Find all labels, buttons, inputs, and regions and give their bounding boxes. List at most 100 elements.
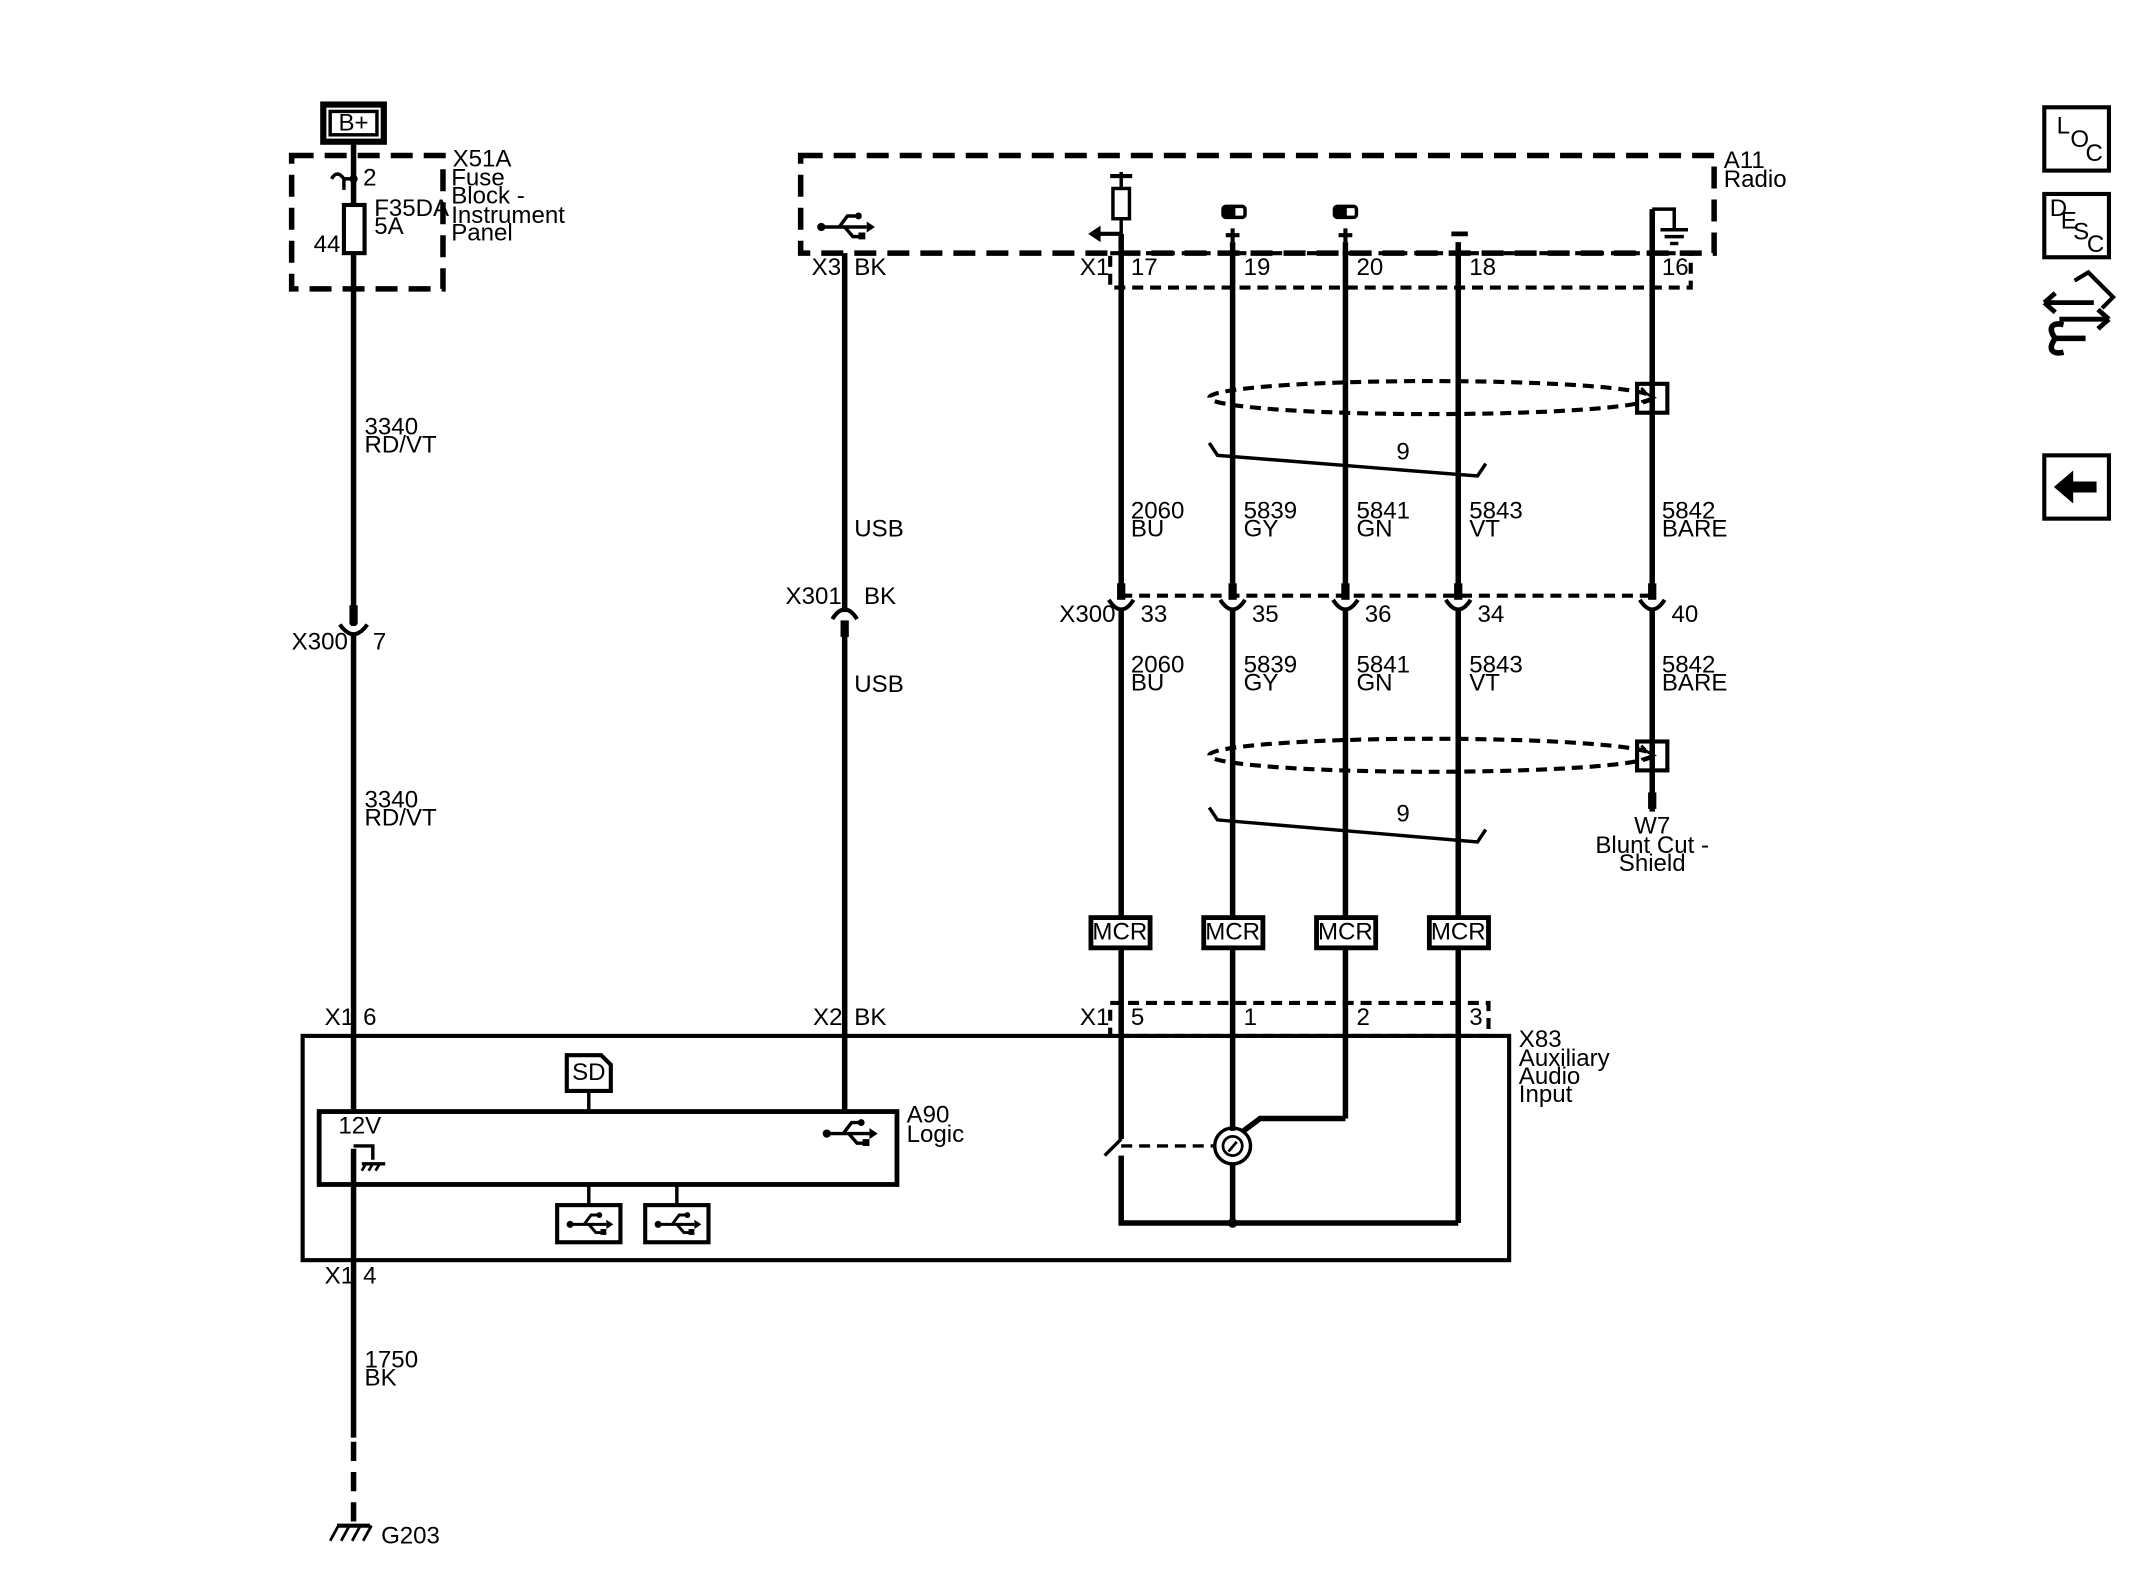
svg-text:L: L — [2057, 112, 2070, 139]
wire-2060-color-lower: BU — [1131, 670, 1164, 697]
fuse-block-desc-4: Panel — [451, 220, 513, 247]
back-button[interactable] — [2042, 453, 2112, 521]
radio-pin-19: 19 — [1244, 254, 1271, 281]
fuse-name: F35DA — [374, 195, 449, 222]
x300-left-pin: 7 — [373, 628, 386, 655]
fuse-block-name: X51A — [453, 145, 512, 172]
radio-pin-18: 18 — [1469, 254, 1496, 281]
usb-wire-label-lower: USB — [854, 671, 903, 698]
wire-2060-circuit-lower: 2060 — [1131, 652, 1185, 679]
module-x2-label: X2 — [813, 1004, 842, 1031]
aux-desc-2: Audio — [1519, 1063, 1581, 1090]
x300-right-name: X300 — [1059, 601, 1115, 628]
wire-1750-circuit: 1750 — [365, 1346, 419, 1373]
x301-connector — [830, 607, 859, 637]
x300-pin-40: 40 — [1671, 601, 1698, 628]
radio-x1-connector-boundary — [1108, 251, 1693, 290]
logic-12v-label: 12V — [338, 1113, 381, 1140]
svg-text:MCR: MCR — [1318, 919, 1373, 946]
wire-5841-color-lower: GN — [1356, 670, 1392, 697]
wire-5843-circuit-lower: 5843 — [1469, 652, 1523, 679]
wire-5842-circuit-upper: 5842 — [1662, 498, 1716, 525]
logic-name: A90 — [907, 1102, 950, 1129]
fuse-pin-top: 2 — [363, 165, 376, 192]
fuse-block-desc-1: Fuse — [451, 165, 504, 192]
module-x1-bottom-pin: 4 — [363, 1263, 376, 1290]
logic-usb-icon — [822, 1119, 878, 1146]
wire-5843-color-lower: VT — [1469, 670, 1500, 697]
module-x1-bottom-label: X1 — [325, 1263, 354, 1290]
x300-pin-33: 33 — [1140, 601, 1167, 628]
description-button[interactable]: D E S C — [2042, 191, 2112, 260]
x301-color: BK — [864, 583, 896, 610]
svg-text:MCR: MCR — [1092, 919, 1147, 946]
svg-text:C: C — [2086, 140, 2103, 167]
fuse-block-desc-2: Block - — [451, 183, 525, 210]
aux-name: X83 — [1519, 1026, 1562, 1053]
x300-pin-35: 35 — [1252, 601, 1279, 628]
shielded-cable-symbol-upper — [1207, 379, 1670, 478]
x300-pin-34: 34 — [1478, 601, 1505, 628]
wire-5839-color-lower: GY — [1244, 670, 1279, 697]
fuse-rating: 5A — [374, 213, 403, 240]
wire-3340-circuit-upper: 3340 — [365, 414, 419, 441]
module-x1-top-pin: 6 — [363, 1004, 376, 1031]
location-button[interactable]: L O C — [2042, 105, 2112, 173]
svg-text:D: D — [2050, 195, 2067, 222]
audio-jack-symbol — [1103, 1115, 1459, 1228]
wire-3340-color-upper: RD/VT — [365, 432, 437, 459]
x300-left-connector — [338, 605, 369, 637]
svg-text:C: C — [2087, 231, 2104, 258]
svg-text:MCR: MCR — [1431, 919, 1486, 946]
mcr-box-5839: MCR — [1201, 915, 1266, 951]
logic-ground-icon — [353, 1144, 386, 1172]
battery-positive-symbol: B+ — [320, 101, 387, 145]
shield-name: W7 — [1634, 813, 1670, 840]
radio-desc: Radio — [1724, 166, 1787, 193]
shielded-cable-symbol-lower — [1207, 736, 1670, 844]
aux-x1-label: X1 — [1080, 1004, 1109, 1031]
wire-5839-circuit-upper: 5839 — [1244, 498, 1298, 525]
usb-port-1-icon — [555, 1203, 623, 1245]
aux-desc-3: Input — [1519, 1081, 1573, 1108]
wire-3340-circuit-lower: 3340 — [365, 787, 419, 814]
mcr-box-2060: MCR — [1088, 915, 1153, 951]
twist-count-upper: 9 — [1396, 438, 1409, 465]
audio-positive-left-icon — [1221, 204, 1247, 243]
aux-x1-connector-boundary — [1108, 1000, 1491, 1038]
x300-left-name: X300 — [292, 628, 348, 655]
wire-1750-color: BK — [365, 1364, 397, 1391]
aux-pin-1: 1 — [1244, 1004, 1257, 1031]
usb-icon — [817, 212, 875, 240]
wire-5841-circuit-upper: 5841 — [1356, 498, 1410, 525]
usb-wire-label-upper: USB — [854, 516, 903, 543]
ground-name: G203 — [381, 1523, 440, 1550]
wire-5839-color-upper: GY — [1244, 516, 1279, 543]
auxiliary-module-boundary — [300, 1033, 1512, 1263]
shield-desc-1: Blunt Cut - — [1595, 832, 1709, 859]
radio-module-boundary — [797, 152, 1717, 256]
x300-right-connector — [1107, 583, 1667, 612]
module-x1-top-label: X1 — [325, 1004, 354, 1031]
audio-positive-right-icon — [1332, 204, 1359, 243]
radio-pin-16: 16 — [1662, 254, 1689, 281]
aux-pin-2: 2 — [1356, 1004, 1369, 1031]
aux-pin-3: 3 — [1469, 1004, 1482, 1031]
wire-3340-color-lower: RD/VT — [365, 804, 437, 831]
svg-text:E: E — [2061, 207, 2077, 234]
audio-out-icon — [1088, 171, 1133, 243]
wire-5841-circuit-lower: 5841 — [1356, 652, 1410, 679]
mcr-box-5841: MCR — [1314, 915, 1379, 951]
svg-text:B+: B+ — [339, 110, 369, 137]
wire-5841-color-upper: GN — [1356, 516, 1392, 543]
x301-name: X301 — [786, 583, 842, 610]
radio-usb-color: BK — [854, 254, 886, 281]
radio-name: A11 — [1724, 147, 1765, 174]
svg-text:SD: SD — [572, 1059, 605, 1086]
x300-pin-36: 36 — [1365, 601, 1392, 628]
wire-5842-circuit-lower: 5842 — [1662, 652, 1716, 679]
aux-pin-5: 5 — [1131, 1004, 1144, 1031]
radio-pin-17: 17 — [1131, 254, 1158, 281]
radio-usb-connector: X3 — [812, 254, 841, 281]
connector-end-view-button[interactable] — [2042, 269, 2116, 356]
